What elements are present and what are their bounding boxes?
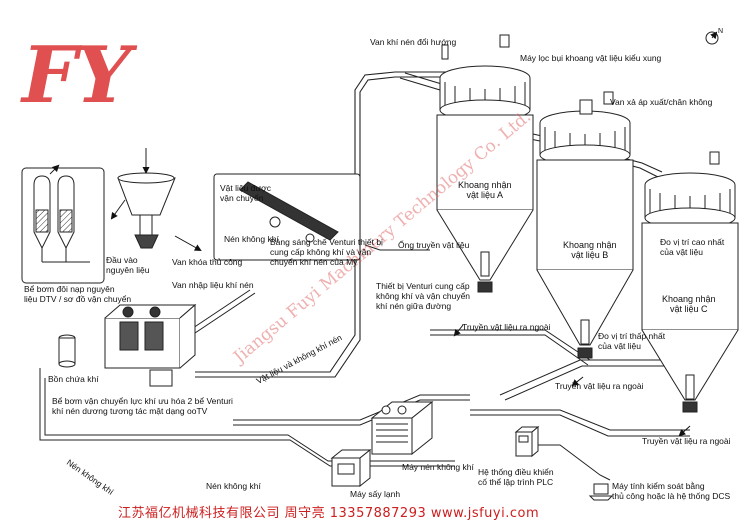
label-air-tank: Bồn chứa khí bbox=[48, 374, 99, 384]
label-chamber-c: Khoang nhận vật liệu C bbox=[662, 294, 716, 315]
silo-outlet-valves bbox=[477, 281, 698, 413]
label-chamber-a: Khoang nhận vật liệu A bbox=[458, 180, 512, 201]
label-material-to-convey: Vật liệu được vận chuyển bbox=[220, 183, 271, 203]
label-output-a: Truyền vật liệu ra ngoài bbox=[462, 322, 551, 332]
label-manual-valve: Van khóa thủ công bbox=[172, 257, 243, 267]
flow-arrows bbox=[174, 235, 691, 437]
venturi-inset bbox=[213, 173, 361, 261]
label-compressed-air-3: Nén không khí bbox=[206, 481, 261, 491]
refrigerated-dryer bbox=[330, 448, 372, 488]
label-material-inlet: Đầu vào nguyên liệu bbox=[106, 255, 150, 275]
label-low-level: Đo vị trí thấp nhất của vật liệu bbox=[598, 331, 666, 351]
inlet-funnel bbox=[110, 148, 176, 249]
label-venturi-wing: Bảng sáng chế Venturi thiết bị cung cấp … bbox=[270, 237, 383, 267]
label-conveying-pipe: Ống truyền vật liệu bbox=[398, 240, 470, 250]
pump-unit bbox=[104, 303, 197, 387]
pump-station-inset bbox=[21, 164, 105, 284]
label-compressed-air-1: Nén không khí bbox=[224, 234, 279, 244]
label-chamber-b: Khoang nhận vật liệu B bbox=[563, 240, 617, 261]
footer-contact: 江苏福亿机械科技有限公司 周守亮 13357887293 www.jsfuyi.… bbox=[118, 506, 540, 521]
label-plc: Hệ thống điều khiển cố thể lập trình PLC bbox=[478, 467, 554, 487]
label-high-level: Đo vị trí cao nhất của vật liệu bbox=[660, 237, 725, 257]
silo-a bbox=[436, 34, 534, 281]
compass-icon bbox=[705, 31, 719, 45]
silo-c bbox=[641, 151, 739, 401]
label-dust-filter: Máy lọc bụi khoang vật liệu kiểu xung bbox=[520, 53, 662, 63]
label-output-c: Truyền vật liệu ra ngoài bbox=[642, 436, 731, 446]
air-compressor bbox=[370, 400, 434, 456]
label-pressure-vacuum-valve: Van xả áp xuất/chân không bbox=[610, 97, 713, 107]
label-computer: Máy tính kiểm soát bằng thủ công hoặc là… bbox=[612, 481, 731, 501]
label-pump-desc: Bể bơm vận chuyển lực khí ưu hóa 2 bể Ve… bbox=[52, 396, 233, 416]
dcs-computer bbox=[588, 483, 614, 501]
label-output-b: Truyền vật liệu ra ngoài bbox=[555, 381, 644, 391]
label-venturi-gear: Thiết bị Venturi cung cấp không khí và v… bbox=[376, 281, 471, 311]
plc-cabinet bbox=[514, 425, 540, 458]
label-compressor: Máy nén không khí bbox=[402, 462, 474, 472]
label-feed-valve: Van nhập liệu khí nén bbox=[172, 280, 254, 290]
label-dryer: Máy sấy lạnh bbox=[350, 489, 401, 499]
label-directional-valve: Van khí nén đổi hướng bbox=[370, 37, 457, 47]
air-tank bbox=[58, 334, 76, 368]
silo-b bbox=[536, 91, 634, 346]
company-logo: FY bbox=[22, 30, 131, 121]
label-pump-station: Bể bơm đôi nạp nguyên liệu DTV / sơ đồ v… bbox=[24, 284, 132, 304]
compass-north-label: N bbox=[718, 28, 724, 35]
